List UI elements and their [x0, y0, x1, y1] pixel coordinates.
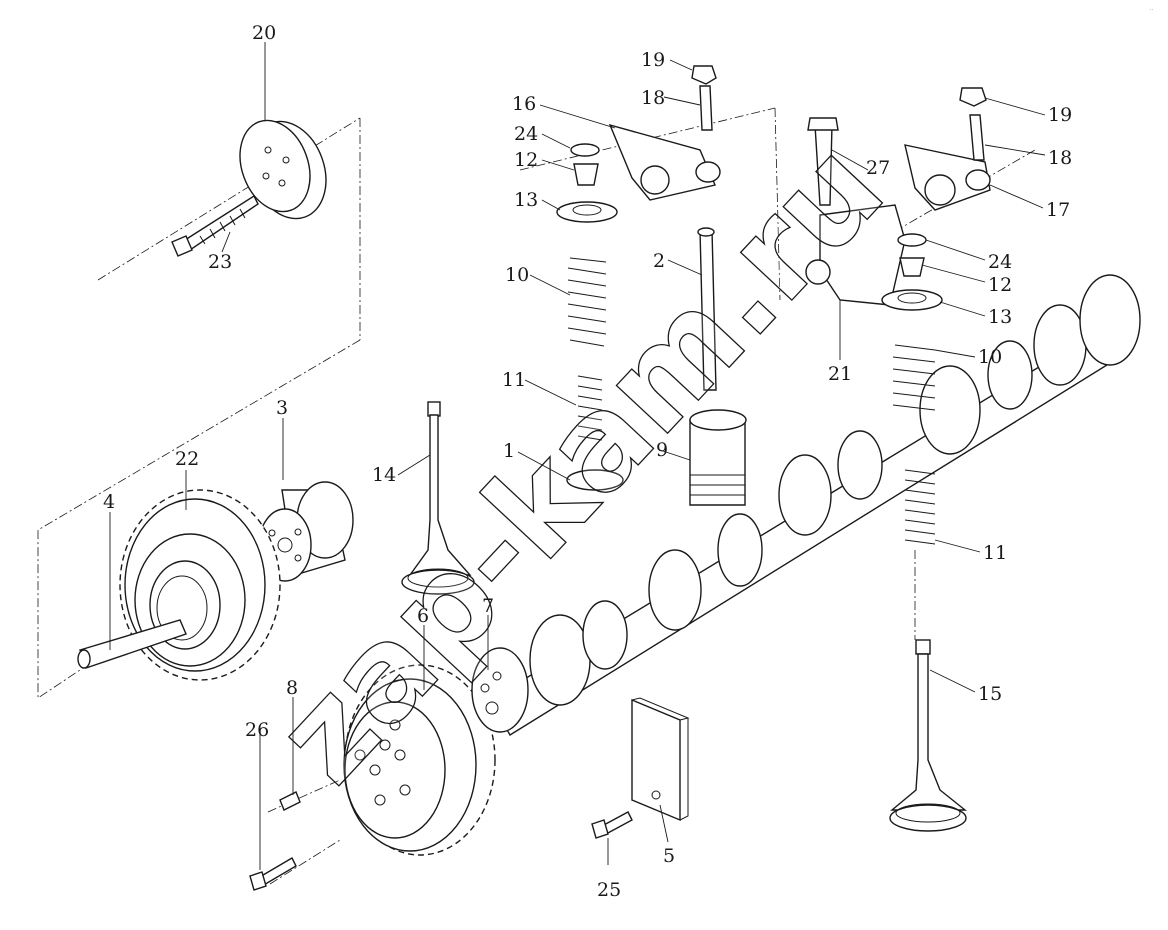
upper-gear-part: [119, 489, 281, 681]
thrust-plate-part: [631, 697, 690, 822]
adjust-screw-left-part: [691, 65, 717, 131]
callout-6: 6: [417, 605, 429, 627]
callout-20: 20: [252, 22, 276, 44]
callout-27: 27: [866, 157, 890, 179]
callout-24: 24: [988, 251, 1012, 273]
corner-mark: ..: [1150, 6, 1154, 12]
callout-14: 14: [372, 464, 396, 486]
shaft-pin-part: [77, 619, 187, 669]
intake-valve-part: [401, 401, 475, 595]
callout-1: 1: [503, 440, 515, 462]
camshaft-part: [471, 274, 1141, 736]
dowel-pin-part: [279, 791, 301, 811]
callout-8: 8: [286, 677, 298, 699]
callout-17: 17: [1046, 199, 1070, 221]
callout-25: 25: [597, 879, 621, 901]
lower-gear-part: [343, 664, 496, 856]
callout-2: 2: [653, 250, 665, 272]
callout-19: 19: [1048, 104, 1072, 126]
callout-9: 9: [656, 439, 668, 461]
callout-11: 11: [983, 542, 1007, 564]
valve-springs-left-part: [566, 257, 624, 491]
rocker-arm-right-part: [904, 144, 991, 211]
valve-cap-right-part: [881, 233, 943, 311]
valve-cap-left-part: [556, 143, 618, 223]
callout-18: 18: [1048, 147, 1072, 169]
valve-springs-right-part: [892, 344, 936, 545]
callout-21: 21: [828, 363, 852, 385]
callout-26: 26: [245, 719, 269, 741]
plate-bolt-part: [591, 811, 633, 839]
callout-19: 19: [641, 49, 665, 71]
callout-11: 11: [502, 369, 526, 391]
callout-15: 15: [978, 683, 1002, 705]
long-bolt-part: [171, 194, 259, 257]
callout-13: 13: [514, 189, 538, 211]
push-rod-part: [697, 227, 717, 391]
callout-3: 3: [276, 397, 288, 419]
callout-13: 13: [988, 306, 1012, 328]
callout-10: 10: [505, 264, 529, 286]
callout-4: 4: [103, 491, 115, 513]
callout-7: 7: [482, 595, 494, 617]
callout-leaders: [109, 42, 1046, 870]
rocker-bracket-part: [805, 117, 906, 306]
callout-16: 16: [512, 93, 536, 115]
rocker-arm-left-part: [608, 123, 721, 201]
pulley-plate-part: [239, 119, 327, 220]
callout-24: 24: [514, 123, 538, 145]
adjust-screw-right-part: [959, 87, 987, 161]
callout-labels: 20 23 19 18 16 24 12 13 10 2 11 1 9 3 14…: [103, 22, 1072, 901]
callout-12: 12: [514, 149, 538, 171]
callout-10: 10: [978, 346, 1002, 368]
tappet-part: [689, 409, 747, 506]
callout-22: 22: [175, 448, 199, 470]
gear-bolt-part: [249, 857, 297, 891]
callout-23: 23: [208, 251, 232, 273]
callout-12: 12: [988, 274, 1012, 296]
exhaust-valve-part: [889, 639, 967, 832]
callout-5: 5: [663, 845, 675, 867]
callout-18: 18: [641, 87, 665, 109]
